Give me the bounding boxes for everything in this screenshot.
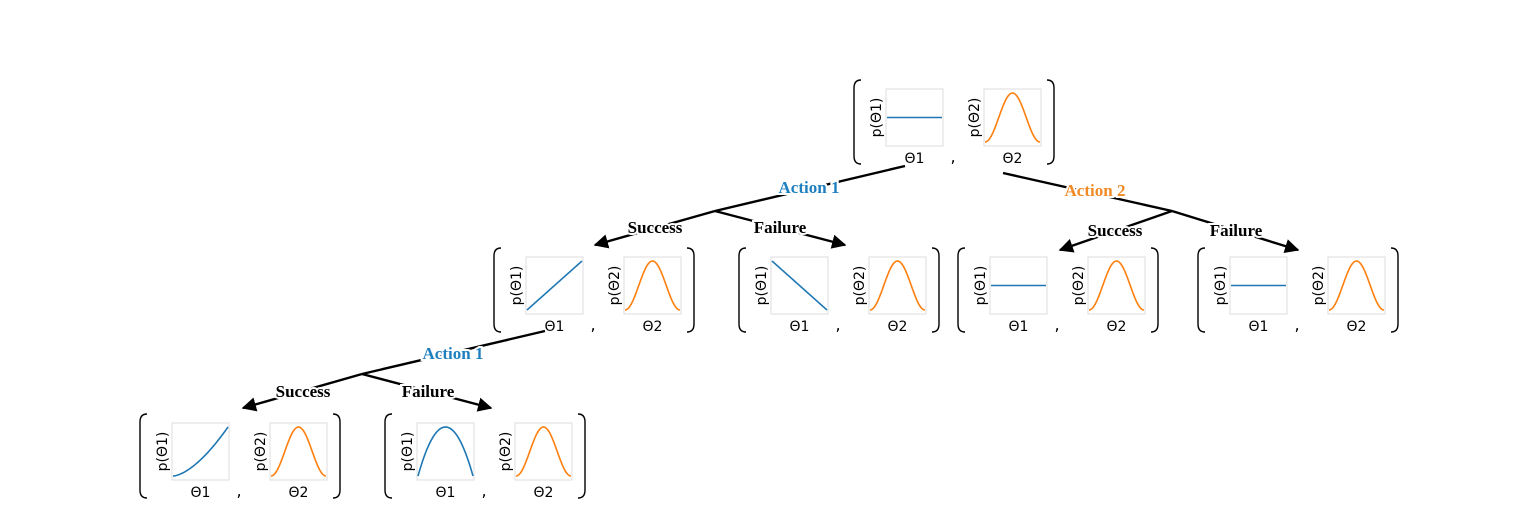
p-theta2-label: p(Θ2) xyxy=(253,432,269,472)
action-line xyxy=(1002,171,1173,213)
plot-frame xyxy=(623,256,682,315)
theta1-label: Θ1 xyxy=(905,151,925,167)
theta2-curve xyxy=(515,426,572,477)
theta2-curve xyxy=(1088,260,1145,311)
failure-arrow xyxy=(361,372,493,412)
action-label: Action 1 xyxy=(779,178,840,197)
action-label: Action 2 xyxy=(1065,181,1126,200)
plot-frame xyxy=(1327,256,1386,315)
plot-frame xyxy=(983,88,1042,147)
theta2-curve xyxy=(270,426,327,477)
p-theta1-label: p(Θ1) xyxy=(155,432,171,472)
theta1-label: Θ1 xyxy=(1009,319,1029,335)
left-bracket xyxy=(493,247,502,333)
p-theta1-label: p(Θ1) xyxy=(973,266,989,306)
theta2-label: Θ2 xyxy=(1347,319,1367,335)
separator-comma: , xyxy=(1294,315,1299,334)
action-edge xyxy=(1002,171,1300,254)
theta2-label: Θ2 xyxy=(534,485,554,501)
right-bracket xyxy=(577,413,586,499)
belief-node: p(Θ1) Θ1, p(Θ2) Θ2 xyxy=(957,247,1159,335)
right-bracket xyxy=(1150,247,1159,333)
theta2-curve xyxy=(624,260,681,311)
left-bracket xyxy=(853,79,862,165)
success-label: Success xyxy=(628,218,683,237)
plot-frame xyxy=(269,422,328,481)
theta2-curve xyxy=(984,92,1041,143)
p-theta1-label: p(Θ1) xyxy=(509,266,525,306)
success-arrow xyxy=(1058,209,1173,253)
left-bracket xyxy=(139,413,148,499)
separator-comma: , xyxy=(835,315,840,334)
p-theta2-label: p(Θ2) xyxy=(498,432,514,472)
plot-frame xyxy=(1087,256,1146,315)
failure-arrow xyxy=(1171,209,1300,254)
left-bracket xyxy=(957,247,966,333)
theta1-label: Θ1 xyxy=(545,319,565,335)
theta2-label: Θ2 xyxy=(1107,319,1127,335)
plot-frame xyxy=(171,422,230,481)
separator-comma: , xyxy=(950,147,955,166)
theta1-label: Θ1 xyxy=(436,485,456,501)
theta2-label: Θ2 xyxy=(643,319,663,335)
success-label: Success xyxy=(276,382,331,401)
success-arrow xyxy=(593,209,716,249)
belief-node: p(Θ1) Θ1, p(Θ2) Θ2 xyxy=(738,247,940,335)
belief-node: p(Θ1) Θ1, p(Θ2) Θ2 xyxy=(493,247,695,335)
theta2-curve xyxy=(1328,260,1385,311)
separator-comma: , xyxy=(590,315,595,334)
left-bracket xyxy=(384,413,393,499)
plot-frame xyxy=(868,256,927,315)
belief-node: p(Θ1) Θ1, p(Θ2) Θ2 xyxy=(853,79,1055,167)
separator-comma: , xyxy=(236,481,241,500)
theta2-label: Θ2 xyxy=(1003,151,1023,167)
theta2-curve xyxy=(869,260,926,311)
plot-frame xyxy=(514,422,573,481)
right-bracket xyxy=(931,247,940,333)
failure-label: Failure xyxy=(1210,221,1263,240)
right-bracket xyxy=(686,247,695,333)
p-theta1-label: p(Θ1) xyxy=(869,98,885,138)
success-label: Success xyxy=(1088,221,1143,240)
left-bracket xyxy=(1197,247,1206,333)
p-theta2-label: p(Θ2) xyxy=(967,98,983,138)
failure-label: Failure xyxy=(402,382,455,401)
theta1-label: Θ1 xyxy=(1249,319,1269,335)
action-edge xyxy=(593,164,906,249)
theta1-label: Θ1 xyxy=(191,485,211,501)
p-theta1-label: p(Θ1) xyxy=(400,432,416,472)
p-theta2-label: p(Θ2) xyxy=(607,266,623,306)
success-arrow xyxy=(241,372,363,412)
belief-node: p(Θ1) Θ1, p(Θ2) Θ2 xyxy=(139,413,341,501)
action-line xyxy=(714,164,906,213)
theta1-curve xyxy=(771,260,828,311)
failure-label: Failure xyxy=(754,218,807,237)
p-theta1-label: p(Θ1) xyxy=(754,266,770,306)
theta2-label: Θ2 xyxy=(289,485,309,501)
separator-comma: , xyxy=(481,481,486,500)
failure-arrow xyxy=(714,209,847,249)
p-theta1-label: p(Θ1) xyxy=(1213,266,1229,306)
action-line xyxy=(361,329,546,376)
separator-comma: , xyxy=(1054,315,1059,334)
belief-node: p(Θ1) Θ1, p(Θ2) Θ2 xyxy=(384,413,586,501)
left-bracket xyxy=(738,247,747,333)
theta1-curve xyxy=(417,426,474,477)
p-theta2-label: p(Θ2) xyxy=(1311,266,1327,306)
theta2-label: Θ2 xyxy=(888,319,908,335)
p-theta2-label: p(Θ2) xyxy=(852,266,868,306)
action-label: Action 1 xyxy=(423,344,484,363)
theta1-curve xyxy=(526,260,583,311)
action-edge xyxy=(241,329,546,412)
belief-node: p(Θ1) Θ1, p(Θ2) Θ2 xyxy=(1197,247,1399,335)
theta1-label: Θ1 xyxy=(790,319,810,335)
right-bracket xyxy=(1046,79,1055,165)
theta1-curve xyxy=(172,426,229,477)
right-bracket xyxy=(1390,247,1399,333)
right-bracket xyxy=(332,413,341,499)
p-theta2-label: p(Θ2) xyxy=(1071,266,1087,306)
